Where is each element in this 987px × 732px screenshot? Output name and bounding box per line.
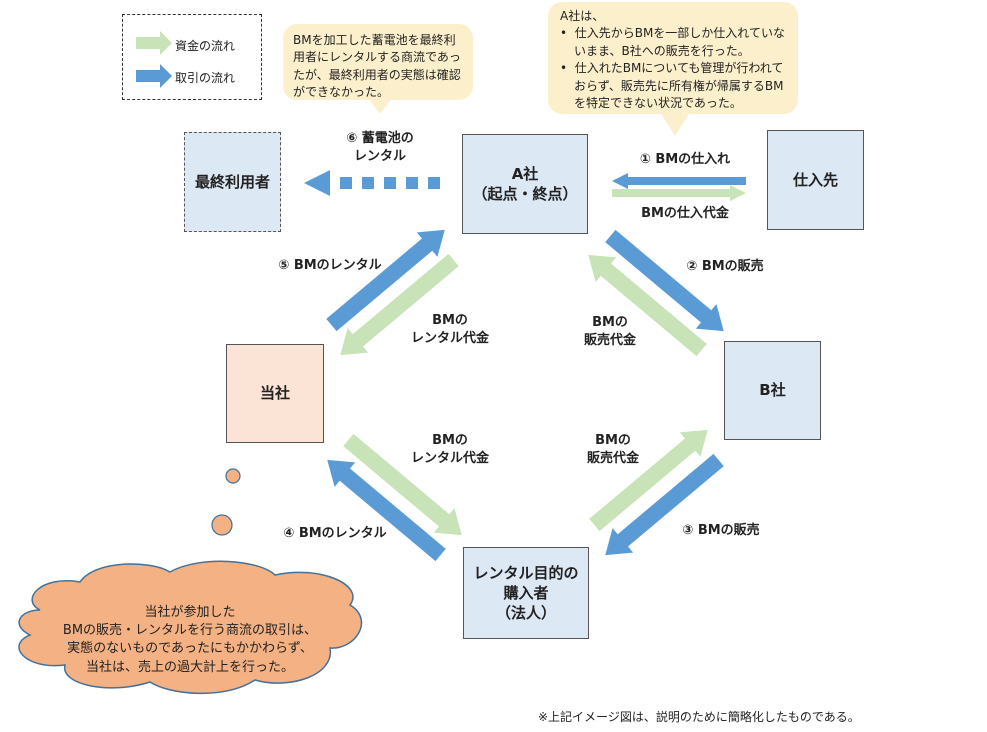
callout-tail-end-user [368,98,392,114]
label-f2-money: BMの 販売代金 [583,315,636,348]
arrow-f2-trade [605,229,724,332]
label-f5-trade: ⑤ BMのレンタル [278,258,382,273]
arrow-f3-trade [605,453,724,556]
entity-rental-buyer: レンタル目的の 購入者 （法人） [463,547,589,639]
callout-company-a-bullet-2: • 仕入れたBMについても管理が行われておらず、販売先に所有権が帰属するBMを特… [560,61,784,110]
entity-company-a: A社 （起点・終点） [462,134,588,234]
thought-dot-medium [225,468,241,484]
label-f1-trade: ① BMの仕入れ [639,152,731,167]
arrow-f1-trade [612,173,746,189]
entity-our-company: 当社 [226,344,324,443]
legend-item-money: 資金の流れ [175,39,236,53]
label-f4-trade: ④ BMのレンタル [283,526,387,541]
callout-company-a-bullet-1: • 仕入先からBMを一部しか仕入れていないまま、B社への販売を行った。 [560,26,785,58]
legend-item-trade: 取引の流れ [175,71,236,85]
legend: 資金の流れ 取引の流れ [122,14,262,100]
callout-end-user-text: BMを加工した蓄電池を最終利用者にレンタルする商流であったが、最終利用者の実態は… [293,33,461,100]
callout-company-a-intro: A社は、 [560,9,605,23]
label-f6-trade: ⑥ 蓄電池の レンタル [346,131,414,164]
arrow-f2-money [588,254,707,357]
footnote: ※上記イメージ図は、説明のために簡略化したものである。 [538,710,860,724]
entity-end-user: 最終利用者 [184,132,281,232]
arrow-f5-money [340,253,459,356]
label-f3-money: BMの 販売代金 [586,433,639,466]
label-f2-trade: ② BMの販売 [686,259,764,274]
entity-supplier: 仕入先 [767,130,864,230]
arrow-f6-trade [304,170,440,196]
legend-money-arrow [136,31,172,55]
callout-end-user: BMを加工した蓄電池を最終利用者にレンタルする商流であったが、最終利用者の実態は… [283,24,473,100]
label-f1-money: BMの仕入代金 [641,206,729,221]
label-f4-money: BMの レンタル代金 [410,433,489,466]
callout-company-a: A社は、 • 仕入先からBMを一部しか仕入れていないまま、B社への販売を行った。… [548,2,798,114]
cloud-shape [18,560,363,695]
arrow-f4-trade [327,459,446,562]
callout-tail-company-a [660,112,690,136]
arrow-f5-trade [326,229,445,332]
legend-trade-arrow [136,64,172,88]
arrow-f1-money [612,185,746,201]
thought-dot-large [211,514,233,536]
arrow-f4-money [343,433,462,536]
entity-company-b: B社 [724,341,821,440]
label-f3-trade: ③ BMの販売 [682,523,760,538]
label-f5-money: BMの レンタル代金 [410,313,489,346]
arrow-f3-money [589,429,708,532]
cloud-note-text: 当社が参加した BMの販売・レンタルを行う商流の取引は、 実態のないものであった… [62,605,318,675]
